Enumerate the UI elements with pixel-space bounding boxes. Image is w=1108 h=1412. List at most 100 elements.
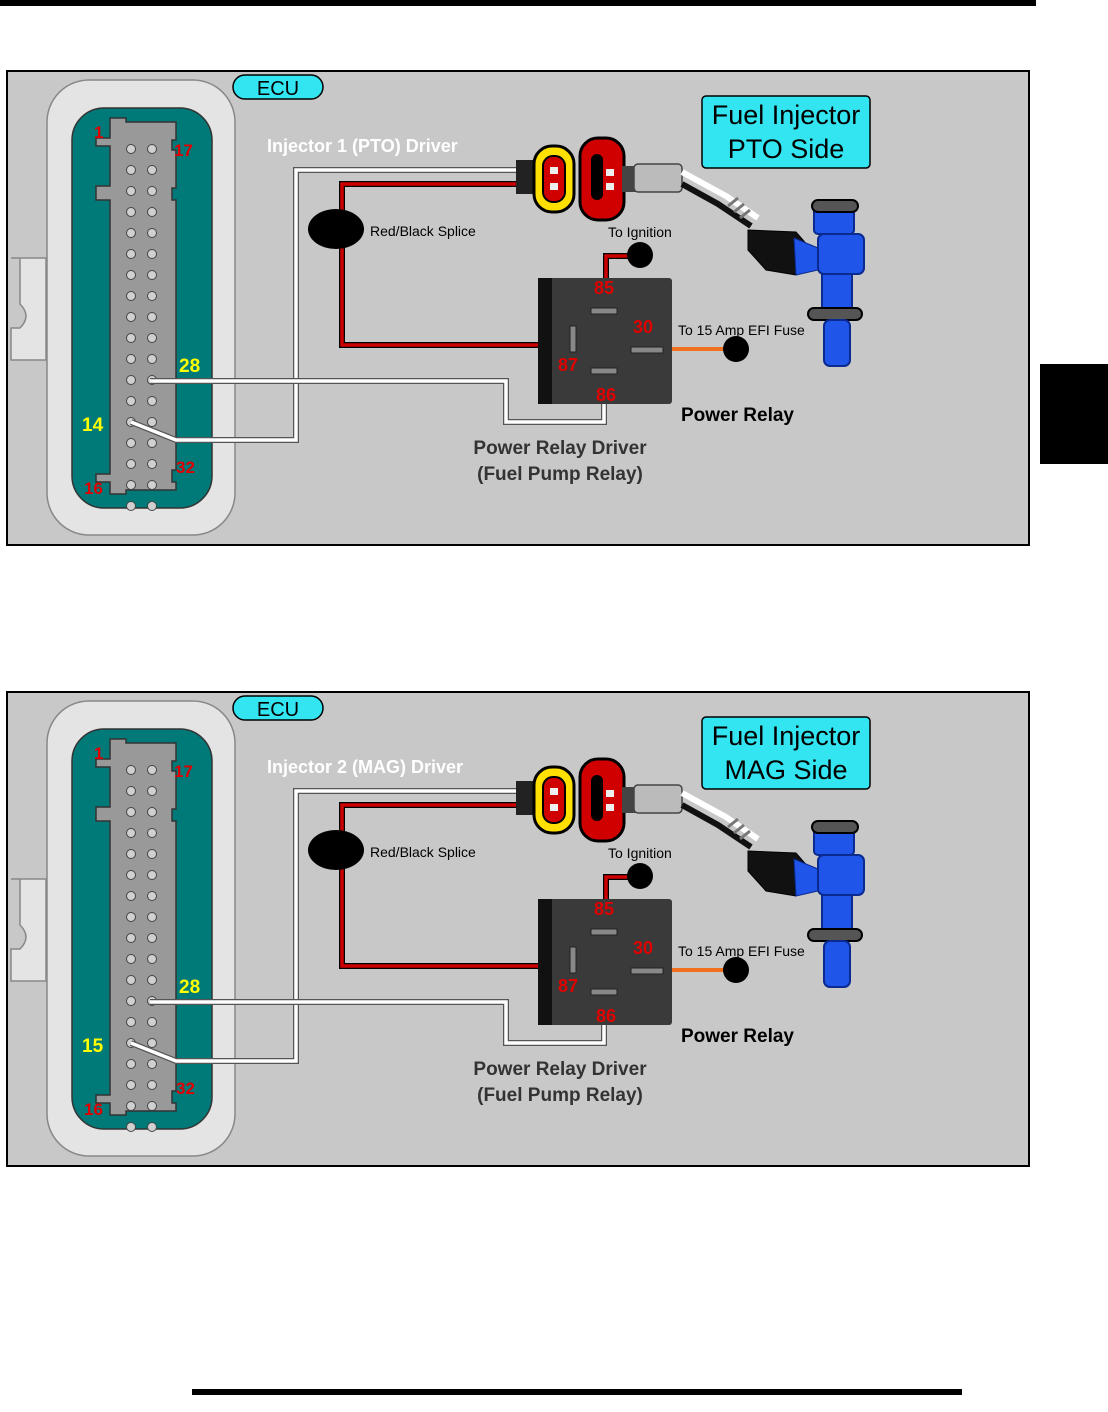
- ignition-terminal: [627, 863, 653, 889]
- pin-hole: [147, 1080, 157, 1090]
- pin-number-32: 32: [176, 1079, 195, 1098]
- relay-driver-label-line1: Power Relay Driver: [473, 438, 647, 459]
- pin-hole: [147, 291, 157, 301]
- pin-hole: [147, 144, 157, 154]
- pin-number-28: 28: [179, 977, 200, 998]
- section-tab: [1040, 364, 1108, 464]
- pin-number-driver: 14: [82, 415, 104, 436]
- fuse-label: To 15 Amp EFI Fuse: [678, 322, 805, 338]
- red-black-splice: [308, 209, 364, 249]
- pin-hole: [126, 165, 136, 175]
- pin-hole: [126, 228, 136, 238]
- pin-hole: [147, 1059, 157, 1069]
- injector-harness-connector: [516, 136, 683, 222]
- pin-hole: [126, 291, 136, 301]
- pin-hole: [126, 1080, 136, 1090]
- injector-driver-label: Injector 2 (MAG) Driver: [267, 757, 463, 777]
- injector-title-line1: Fuel Injector: [712, 721, 861, 751]
- pin-hole: [147, 354, 157, 364]
- pin-hole: [147, 954, 157, 964]
- red-black-wire: [339, 802, 538, 969]
- power-relay: [538, 899, 672, 1025]
- pin-hole: [147, 186, 157, 196]
- pin-hole: [147, 1122, 157, 1132]
- ecu-connector: [10, 79, 236, 536]
- pin-hole: [147, 786, 157, 796]
- pin-hole: [126, 207, 136, 217]
- pin-hole: [147, 765, 157, 775]
- pin-hole: [147, 870, 157, 880]
- relay-driver-label-line2: (Fuel Pump Relay): [477, 1085, 643, 1106]
- mag-injector-diagram: ECU 1 17 28 15 32 16 Red/Black Splice To…: [6, 691, 1030, 1167]
- pin-number-driver: 15: [82, 1036, 104, 1057]
- bottom-rule: [192, 1389, 962, 1395]
- pin-hole: [147, 849, 157, 859]
- relay-driver-wire: [150, 378, 607, 425]
- relay-pin-30: 30: [633, 938, 653, 958]
- pin-hole: [147, 1101, 157, 1111]
- pin-hole: [147, 165, 157, 175]
- relay-driver-wire: [150, 999, 607, 1046]
- injector-title-line2: PTO Side: [728, 134, 845, 164]
- pin-hole: [147, 459, 157, 469]
- pin-hole: [147, 333, 157, 343]
- pin-hole: [126, 312, 136, 322]
- ecu-label: ECU: [257, 78, 299, 100]
- pin-hole: [126, 186, 136, 196]
- power-relay: [538, 278, 672, 404]
- injector-title-line1: Fuel Injector: [712, 100, 861, 130]
- pin-hole: [126, 807, 136, 817]
- pin-number-1: 1: [94, 744, 103, 763]
- pin-hole: [126, 1101, 136, 1111]
- pin-hole: [126, 354, 136, 364]
- pin-hole: [126, 912, 136, 922]
- pin-number-32: 32: [176, 458, 195, 477]
- pin-hole: [147, 1017, 157, 1027]
- injector-harness-connector: [516, 757, 683, 843]
- pin-hole: [147, 312, 157, 322]
- relay-pin-87: 87: [558, 355, 578, 375]
- pin-number-28: 28: [179, 356, 200, 377]
- pin-hole: [126, 870, 136, 880]
- pin-hole: [126, 480, 136, 490]
- relay-title: Power Relay: [681, 405, 794, 426]
- pin-number-17: 17: [174, 141, 193, 160]
- pto-injector-diagram: ECU 1 17 28 14 32 16 Red/Black Splice To…: [6, 70, 1030, 546]
- red-black-splice: [308, 830, 364, 870]
- splice-label: Red/Black Splice: [370, 844, 476, 860]
- splice-label: Red/Black Splice: [370, 223, 476, 239]
- ecu-label-box: [232, 74, 324, 100]
- pin-hole: [147, 1038, 157, 1048]
- pin-hole: [147, 501, 157, 511]
- pin-hole: [126, 849, 136, 859]
- pin-hole: [126, 249, 136, 259]
- pin-hole: [147, 807, 157, 817]
- fuse-terminal: [723, 336, 749, 362]
- pin-hole: [147, 912, 157, 922]
- injector-lead-wires: [680, 169, 760, 229]
- pin-number-16: 16: [84, 1100, 103, 1119]
- pin-hole: [126, 975, 136, 985]
- pin-number-16: 16: [84, 479, 103, 498]
- relay-pin-30: 30: [633, 317, 653, 337]
- pin-number-17: 17: [174, 762, 193, 781]
- injector-title-box: [701, 95, 871, 169]
- pin-hole: [126, 438, 136, 448]
- relay-pin-87: 87: [558, 976, 578, 996]
- pin-hole: [126, 954, 136, 964]
- pin-hole: [147, 417, 157, 427]
- pin-hole: [147, 891, 157, 901]
- pin-hole: [126, 828, 136, 838]
- pin-hole: [126, 891, 136, 901]
- red-black-wire: [339, 181, 538, 348]
- pin-hole: [147, 249, 157, 259]
- fuel-injector: [747, 820, 865, 988]
- pin-hole: [147, 207, 157, 217]
- ecu-label: ECU: [257, 699, 299, 721]
- relay-pin-86: 86: [596, 1006, 616, 1026]
- pin-hole: [126, 1017, 136, 1027]
- pin-hole: [147, 828, 157, 838]
- relay-title: Power Relay: [681, 1026, 794, 1047]
- relay-driver-label-line2: (Fuel Pump Relay): [477, 464, 643, 485]
- fuse-label: To 15 Amp EFI Fuse: [678, 943, 805, 959]
